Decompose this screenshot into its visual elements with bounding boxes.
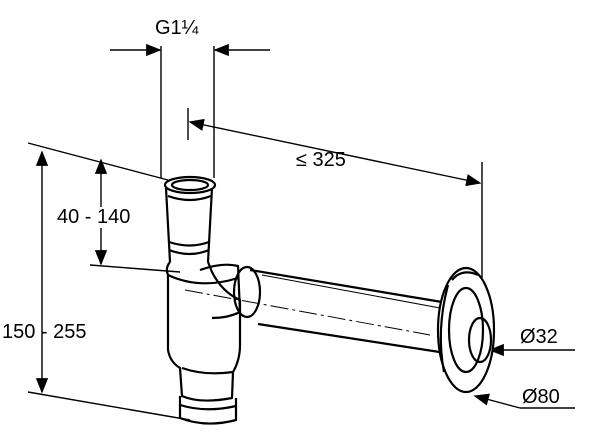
horizontal-pipe (249, 268, 449, 355)
max-length-label: ≤ 325 (296, 149, 346, 171)
bottle-joint-line (167, 274, 239, 285)
dimension-lines (27, 43, 575, 421)
total-height-label: 150 - 255 (2, 321, 87, 343)
thread-size-label: G1¼ (155, 17, 199, 39)
wall-rosette-hub (467, 316, 493, 364)
dia80-leader-diagonal (473, 393, 521, 409)
total-height-extension-top (27, 142, 169, 181)
pipe-shading (261, 274, 441, 309)
dimension-labels: G1¼ ≤ 325 40 - 140 150 - 255 Ø32 Ø80 (2, 17, 560, 408)
inlet-nut-ring (167, 194, 212, 256)
siphon-body (163, 175, 496, 425)
bottle-body (165, 261, 242, 402)
outlet-nut (199, 263, 242, 320)
rosette-diameter-label: Ø80 (522, 386, 560, 408)
bottle-lower-ring (181, 366, 234, 375)
pipe-centerline (184, 289, 431, 336)
wall-rosette-edge (439, 271, 479, 373)
outlet-nut-face (232, 265, 262, 319)
upper-height-extension (89, 264, 181, 273)
total-height-extension-bottom (27, 391, 191, 421)
bottom-cap (178, 396, 238, 425)
inlet-tube-inner-ring (170, 178, 210, 192)
wall-rosette (436, 266, 496, 394)
upper-height-label: 40 - 140 (57, 206, 130, 228)
length-dimension-line (188, 118, 482, 187)
bottom-cap-ring (179, 403, 237, 411)
wall-rosette-inner (447, 286, 485, 374)
pipe-diameter-label: Ø32 (520, 326, 558, 348)
